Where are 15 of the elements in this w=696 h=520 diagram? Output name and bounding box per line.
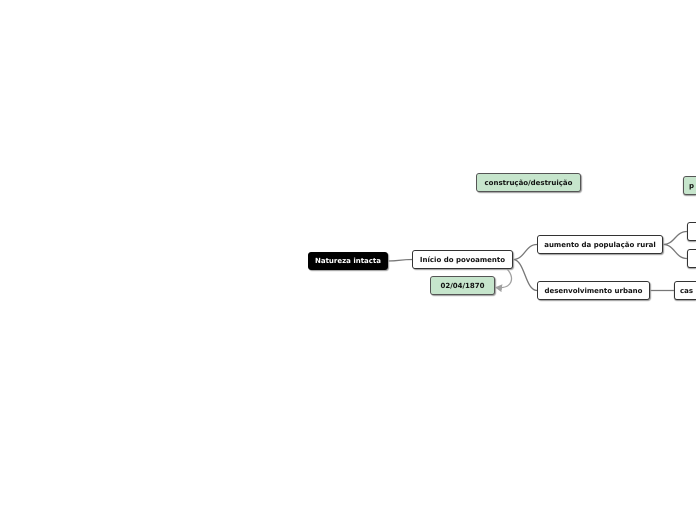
topic-box (687, 222, 696, 241)
topic-box (674, 281, 696, 300)
note-box (476, 173, 581, 192)
root-topic-box (308, 252, 388, 270)
topic-box (412, 250, 513, 269)
topic-box (537, 235, 663, 254)
connector-line (650, 290, 674, 292)
topic-box (687, 249, 696, 268)
connector-line (512, 258, 538, 292)
arrow (495, 268, 512, 292)
topic-box (537, 281, 650, 300)
connector-line (512, 244, 538, 260)
note-box (683, 176, 696, 195)
note-box (430, 276, 495, 295)
connector-line (388, 258, 412, 262)
